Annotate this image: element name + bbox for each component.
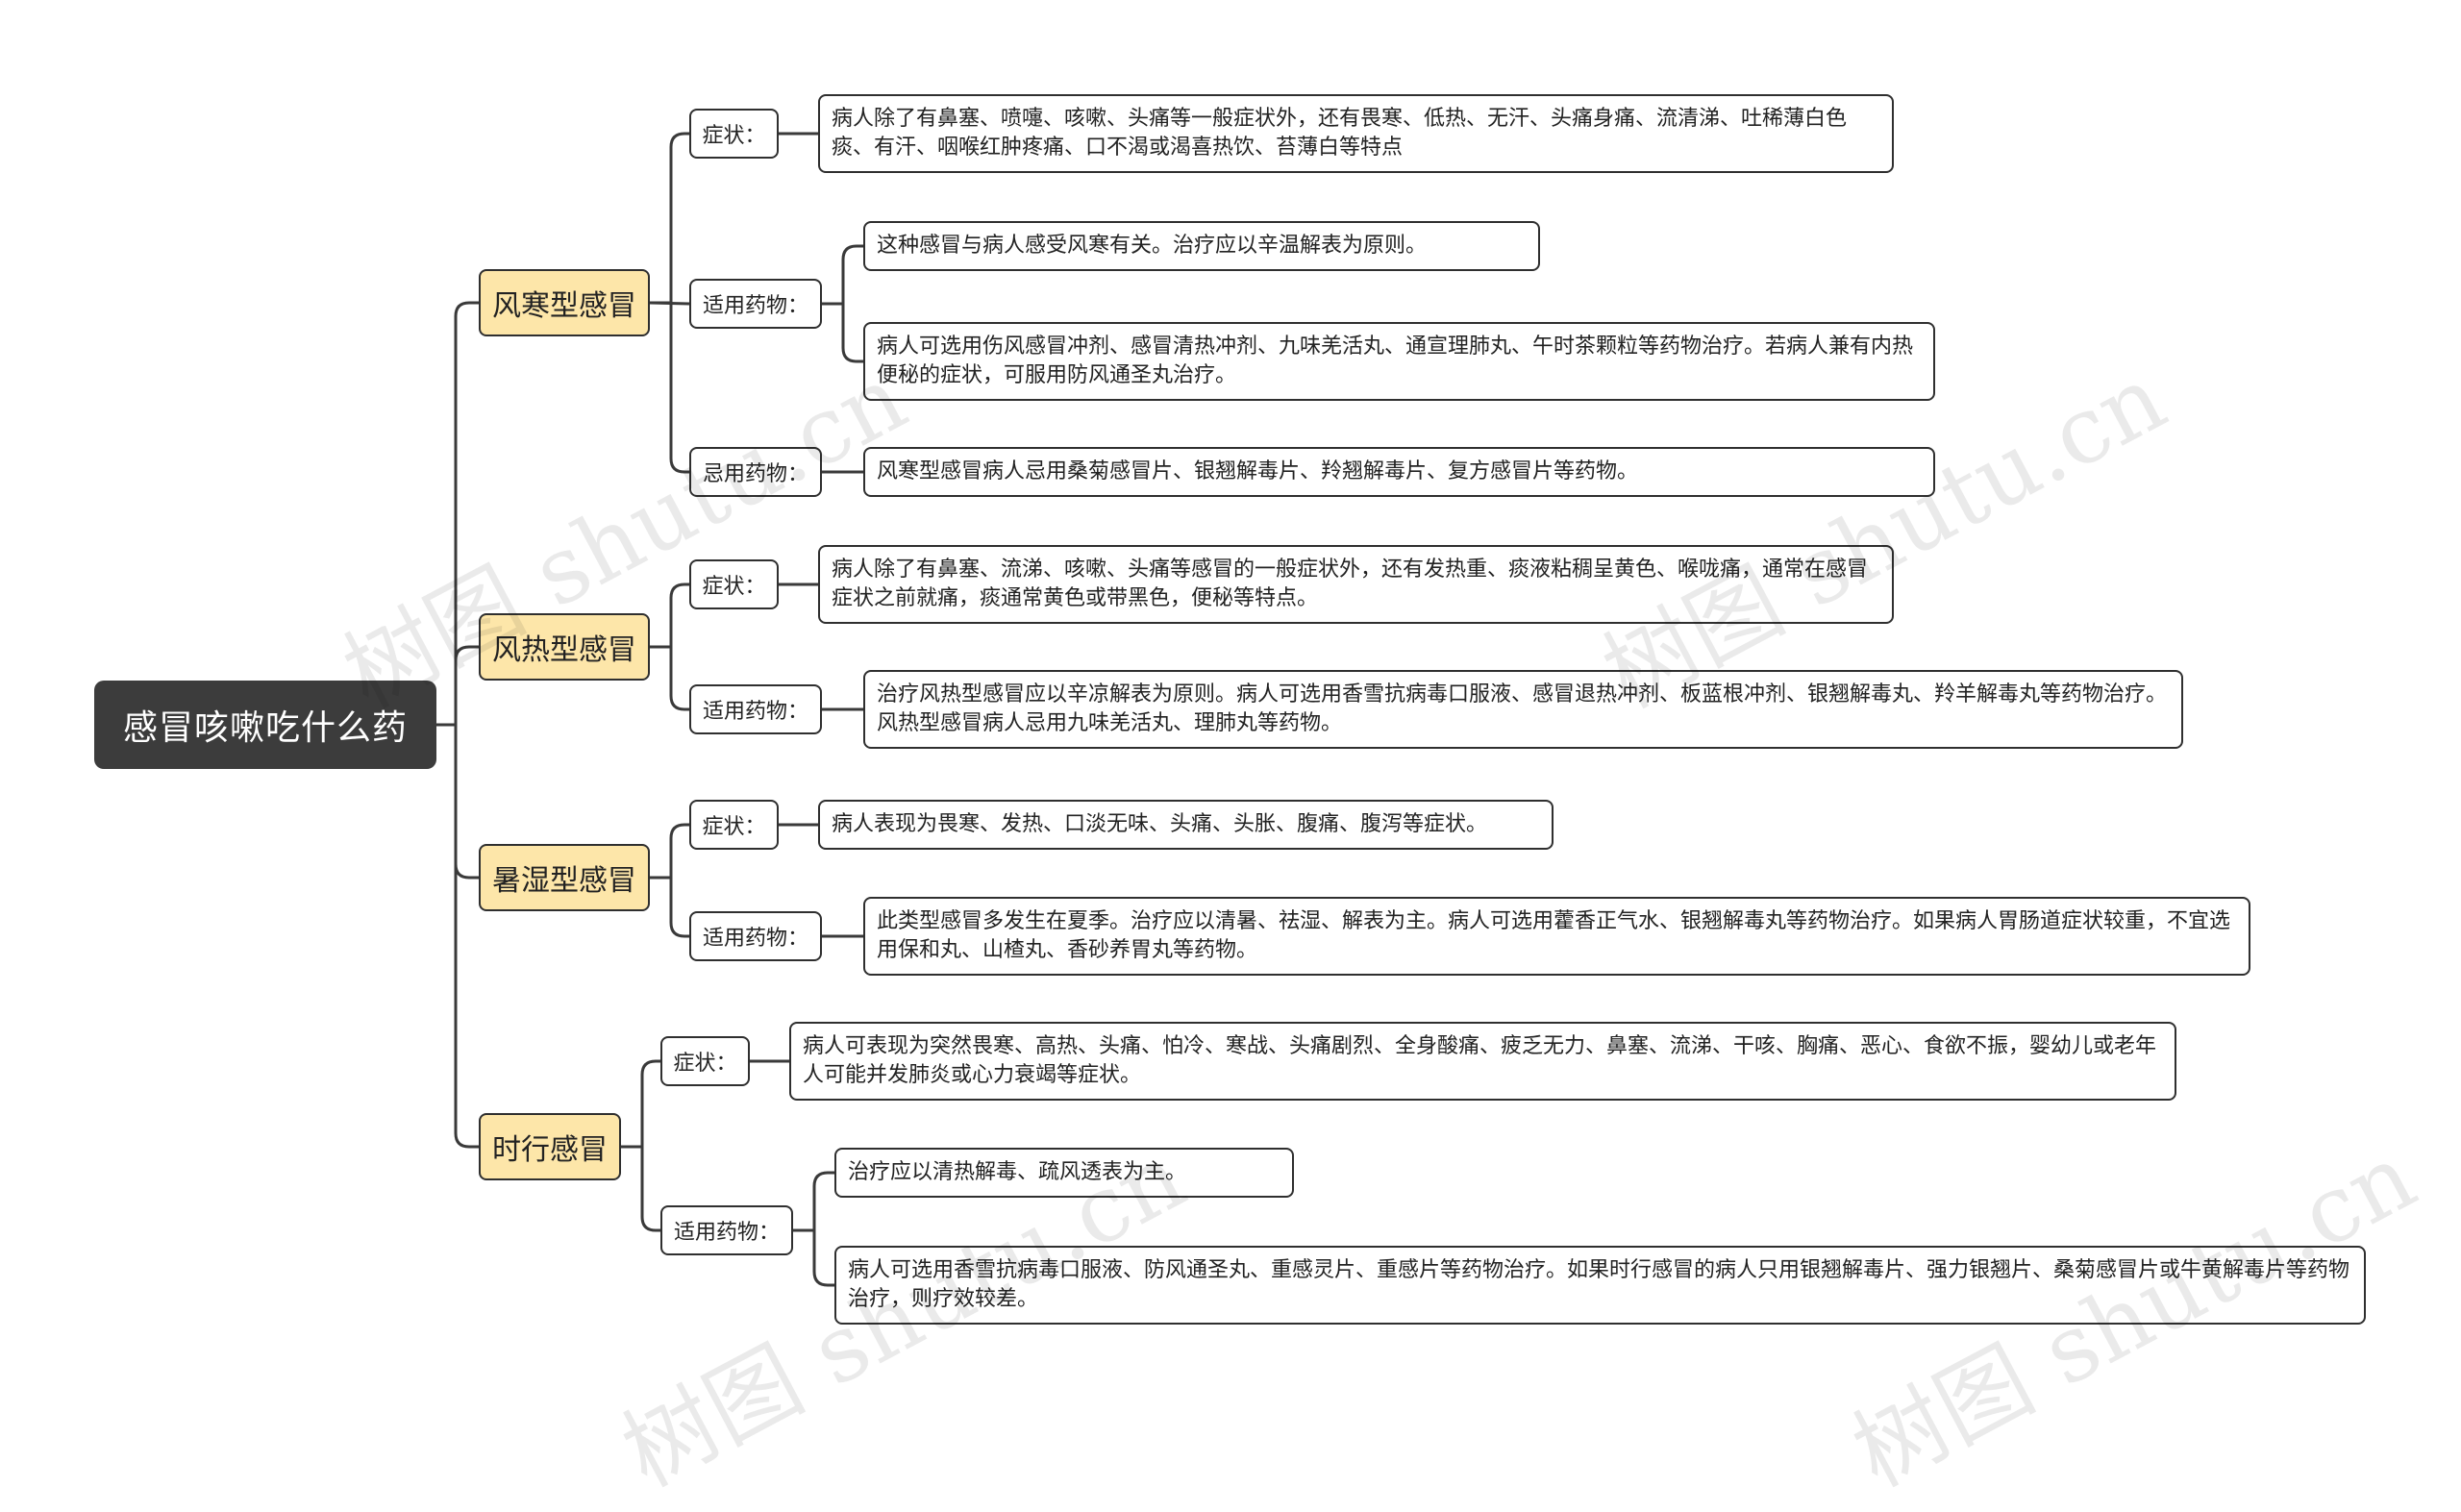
root-to-category-line	[436, 723, 479, 1149]
category-to-label-line	[650, 876, 689, 938]
label-to-detail-line	[822, 244, 863, 306]
detail-text: 病人表现为畏寒、发热、口淡无味、头痛、头胀、腹痛、腹泻等症状。	[832, 812, 1488, 836]
detail-text: 病人可选用香雪抗病毒口服液、防风通圣丸、重感灵片、重感片等药物治疗。如果时行感冒…	[848, 1258, 2350, 1311]
branch-label[interactable]: 忌用药物：	[689, 447, 822, 497]
detail-text-box: 治疗风热型感冒应以辛凉解表为原则。病人可选用香雪抗病毒口服液、感冒退热冲剂、板蓝…	[863, 670, 2183, 749]
detail-text-box: 病人除了有鼻塞、流涕、咳嗽、头痛等感冒的一般症状外，还有发热重、痰液粘稠呈黄色、…	[818, 545, 1894, 624]
detail-text: 病人除了有鼻塞、喷嚏、咳嗽、头痛等一般症状外，还有畏寒、低热、无汗、头痛身痛、流…	[832, 107, 1848, 160]
category-node[interactable]: 时行感冒	[479, 1113, 621, 1180]
detail-text: 病人可选用伤风感冒冲剂、感冒清热冲剂、九味羌活丸、通宣理肺丸、午时茶颗粒等药物治…	[877, 335, 1914, 387]
detail-text-box: 病人除了有鼻塞、喷嚏、咳嗽、头痛等一般症状外，还有畏寒、低热、无汗、头痛身痛、流…	[818, 94, 1894, 173]
detail-text-box: 治疗应以清热解毒、疏风透表为主。	[834, 1148, 1294, 1198]
root-topic[interactable]: 感冒咳嗽吃什么药	[94, 681, 436, 769]
category-node[interactable]: 风寒型感冒	[479, 269, 650, 336]
branch-label[interactable]: 症状：	[689, 800, 779, 850]
category-to-label-line	[650, 645, 689, 711]
detail-text: 病人除了有鼻塞、流涕、咳嗽、头痛等感冒的一般症状外，还有发热重、痰液粘稠呈黄色、…	[832, 558, 1869, 610]
category-to-label-line	[621, 1059, 660, 1149]
branch-label[interactable]: 适用药物：	[689, 279, 822, 329]
mind-map-canvas: 感冒咳嗽吃什么药风寒型感冒症状：病人除了有鼻塞、喷嚏、咳嗽、头痛等一般症状外，还…	[94, 94, 2366, 1325]
branch-label[interactable]: 症状：	[689, 559, 779, 609]
category-to-label-line	[650, 582, 689, 649]
connector-lines	[436, 132, 863, 1287]
label-to-detail-line	[822, 302, 863, 363]
branch-label[interactable]: 适用药物：	[660, 1205, 793, 1255]
category-to-label-line	[650, 823, 689, 880]
branch-label[interactable]: 症状：	[689, 109, 779, 159]
root-to-category-line	[436, 301, 479, 727]
category-to-label-line	[621, 1145, 660, 1232]
label-to-detail-line	[793, 1171, 834, 1232]
detail-text-box: 病人可选用伤风感冒冲剂、感冒清热冲剂、九味羌活丸、通宣理肺丸、午时茶颗粒等药物治…	[863, 322, 1935, 401]
root-to-category-line	[436, 645, 479, 727]
label-to-detail-line	[793, 1228, 834, 1287]
detail-text: 这种感冒与病人感受风寒有关。治疗应以辛温解表为原则。	[877, 234, 1428, 258]
branch-label[interactable]: 症状：	[660, 1036, 750, 1086]
root-to-category-line	[436, 723, 479, 880]
category-to-label-line	[650, 132, 689, 305]
detail-text-box: 病人表现为畏寒、发热、口淡无味、头痛、头胀、腹痛、腹泻等症状。	[818, 800, 1554, 850]
detail-text: 此类型感冒多发生在夏季。治疗应以清暑、祛湿、解表为主。病人可选用藿香正气水、银翘…	[877, 909, 2231, 962]
branch-label[interactable]: 适用药物：	[689, 684, 822, 734]
branch-label[interactable]: 适用药物：	[689, 911, 822, 961]
detail-text: 治疗应以清热解毒、疏风透表为主。	[848, 1160, 1187, 1184]
category-node[interactable]: 风热型感冒	[479, 613, 650, 681]
detail-text-box: 这种感冒与病人感受风寒有关。治疗应以辛温解表为原则。	[863, 221, 1540, 271]
detail-text: 风寒型感冒病人忌用桑菊感冒片、银翘解毒片、羚翘解毒片、复方感冒片等药物。	[877, 459, 1639, 483]
detail-text-box: 病人可选用香雪抗病毒口服液、防风通圣丸、重感灵片、重感片等药物治疗。如果时行感冒…	[834, 1246, 2366, 1325]
detail-text: 治疗风热型感冒应以辛凉解表为原则。病人可选用香雪抗病毒口服液、感冒退热冲剂、板蓝…	[877, 682, 2168, 735]
category-node[interactable]: 暑湿型感冒	[479, 844, 650, 911]
detail-text-box: 风寒型感冒病人忌用桑菊感冒片、银翘解毒片、羚翘解毒片、复方感冒片等药物。	[863, 447, 1935, 497]
category-to-label-line	[650, 301, 689, 474]
detail-text-box: 病人可表现为突然畏寒、高热、头痛、怕冷、寒战、头痛剧烈、全身酸痛、疲乏无力、鼻塞…	[789, 1022, 2176, 1101]
detail-text: 病人可表现为突然畏寒、高热、头痛、怕冷、寒战、头痛剧烈、全身酸痛、疲乏无力、鼻塞…	[803, 1034, 2157, 1087]
detail-text-box: 此类型感冒多发生在夏季。治疗应以清暑、祛湿、解表为主。病人可选用藿香正气水、银翘…	[863, 897, 2250, 976]
